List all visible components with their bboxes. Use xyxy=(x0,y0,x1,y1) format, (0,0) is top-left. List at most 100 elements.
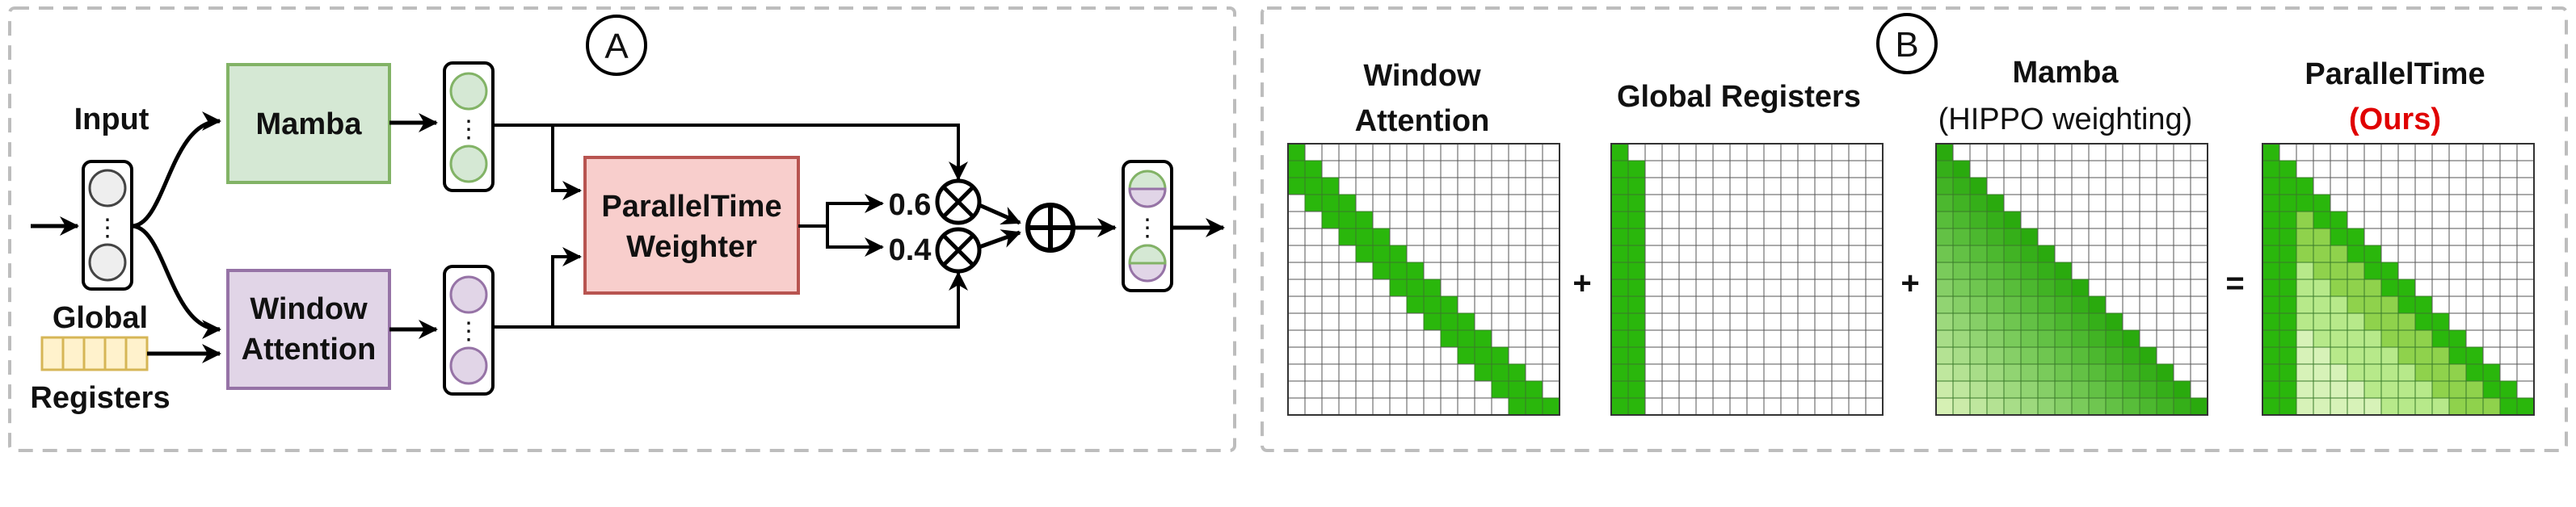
matrix-cell xyxy=(2088,177,2107,195)
matrix-cell xyxy=(1491,329,1509,348)
matrix-cell xyxy=(2088,380,2107,399)
matrix-cell xyxy=(2105,346,2124,365)
global-registers xyxy=(40,336,149,371)
matrix-cell xyxy=(1797,363,1816,382)
matrix-cell xyxy=(1355,228,1374,246)
matrix-cell xyxy=(1831,397,1850,416)
matrix-cell xyxy=(2088,346,2107,365)
matrix-cell xyxy=(2465,279,2484,297)
matrix-cell xyxy=(1508,228,1526,246)
matrix-cell xyxy=(2482,262,2501,280)
matrix-cell xyxy=(1763,160,1782,178)
matrix-cell xyxy=(1338,160,1357,178)
matrix-cell xyxy=(2037,346,2056,365)
matrix-global-registers xyxy=(1610,143,1884,416)
matrix-cell xyxy=(1865,228,1884,246)
matrix-cell xyxy=(1457,397,1475,416)
matrix-cell xyxy=(1338,312,1357,331)
matrix-cell xyxy=(2279,346,2297,365)
matrix-cell xyxy=(2347,363,2365,382)
matrix-cell xyxy=(1542,346,1560,365)
matrix-cell xyxy=(1474,329,1492,348)
matrix-cell xyxy=(2363,194,2382,212)
matrix-cell xyxy=(2347,211,2365,229)
matrix-cell xyxy=(2448,397,2467,416)
matrix-cell xyxy=(1474,380,1492,399)
matrix-cell xyxy=(1814,211,1833,229)
matrix-cell xyxy=(1780,397,1799,416)
matrix-cell xyxy=(2020,177,2039,195)
matrix-cell xyxy=(1610,262,1629,280)
matrix-cell xyxy=(2003,397,2022,416)
matrix-cell xyxy=(1542,228,1560,246)
matrix-cell xyxy=(1457,143,1475,161)
matrix-cell xyxy=(1627,228,1646,246)
matrix-cell xyxy=(1986,363,2005,382)
matrix-cell xyxy=(1865,346,1884,365)
matrix-cell xyxy=(1865,211,1884,229)
panel-b-border xyxy=(1261,6,2568,452)
matrix-cell xyxy=(1780,295,1799,314)
matrix-cell xyxy=(1729,245,1748,263)
window-attention-label-line1: Window xyxy=(250,292,368,326)
matrix-cell xyxy=(1355,312,1374,331)
mamba-output-vector: ⋮ xyxy=(443,61,495,192)
matrix-cell xyxy=(2448,211,2467,229)
matrix-cell xyxy=(2499,380,2518,399)
matrix-title-global: Global Registers xyxy=(1617,80,1861,114)
matrix-cell xyxy=(1457,177,1475,195)
matrix-cell xyxy=(1814,380,1833,399)
matrix-cell xyxy=(2330,160,2348,178)
matrix-cell xyxy=(2380,380,2399,399)
matrix-cell xyxy=(2122,380,2140,399)
matrix-cell xyxy=(2071,177,2090,195)
matrix-cell xyxy=(2330,177,2348,195)
matrix-cell xyxy=(1372,228,1391,246)
matrix-cell xyxy=(2071,295,2090,314)
matrix-cell xyxy=(1848,160,1867,178)
output-vector-dots: ⋮ xyxy=(1135,215,1160,241)
matrix-cell xyxy=(1644,295,1663,314)
matrix-cell xyxy=(2262,329,2280,348)
matrix-cell xyxy=(2105,329,2124,348)
matrix-cell xyxy=(1423,160,1442,178)
matrix-cell xyxy=(2482,363,2501,382)
matrix-cell xyxy=(1440,262,1458,280)
matrix-cell xyxy=(2330,329,2348,348)
matrix-cell xyxy=(2363,363,2382,382)
matrix-cell xyxy=(2020,363,2039,382)
matrix-cell xyxy=(2380,346,2399,365)
matrix-cell xyxy=(1678,211,1697,229)
matrix-cell xyxy=(2499,245,2518,263)
matrix-cell xyxy=(1831,363,1850,382)
matrix-cell xyxy=(2020,380,2039,399)
matrix-cell xyxy=(1678,143,1697,161)
global-label: Global xyxy=(53,301,148,335)
matrix-cell xyxy=(2190,380,2208,399)
matrix-cell xyxy=(1746,295,1765,314)
matrix-cell xyxy=(1423,177,1442,195)
matrix-cell xyxy=(1525,346,1543,365)
matrix-cell xyxy=(2190,160,2208,178)
matrix-cell xyxy=(1627,329,1646,348)
matrix-cell xyxy=(1627,346,1646,365)
matrix-cell xyxy=(2448,194,2467,212)
matrix-cell xyxy=(2071,228,2090,246)
matrix-cell xyxy=(1491,363,1509,382)
matrix-cell xyxy=(1644,380,1663,399)
matrix-cell xyxy=(1780,245,1799,263)
matrix-cell xyxy=(1372,279,1391,297)
matrix-cell xyxy=(1627,160,1646,178)
matrix-cell xyxy=(1661,177,1680,195)
matrix-cell xyxy=(2516,194,2535,212)
matrix-cell xyxy=(1610,194,1629,212)
matrix-cell xyxy=(1525,329,1543,348)
matrix-cell xyxy=(1814,262,1833,280)
matrix-cell xyxy=(2465,346,2484,365)
matrix-cell xyxy=(1406,228,1425,246)
matrix-cell xyxy=(1304,397,1323,416)
matrix-cell xyxy=(2190,295,2208,314)
matrix-cell xyxy=(2054,211,2073,229)
matrix-cell xyxy=(2003,160,2022,178)
